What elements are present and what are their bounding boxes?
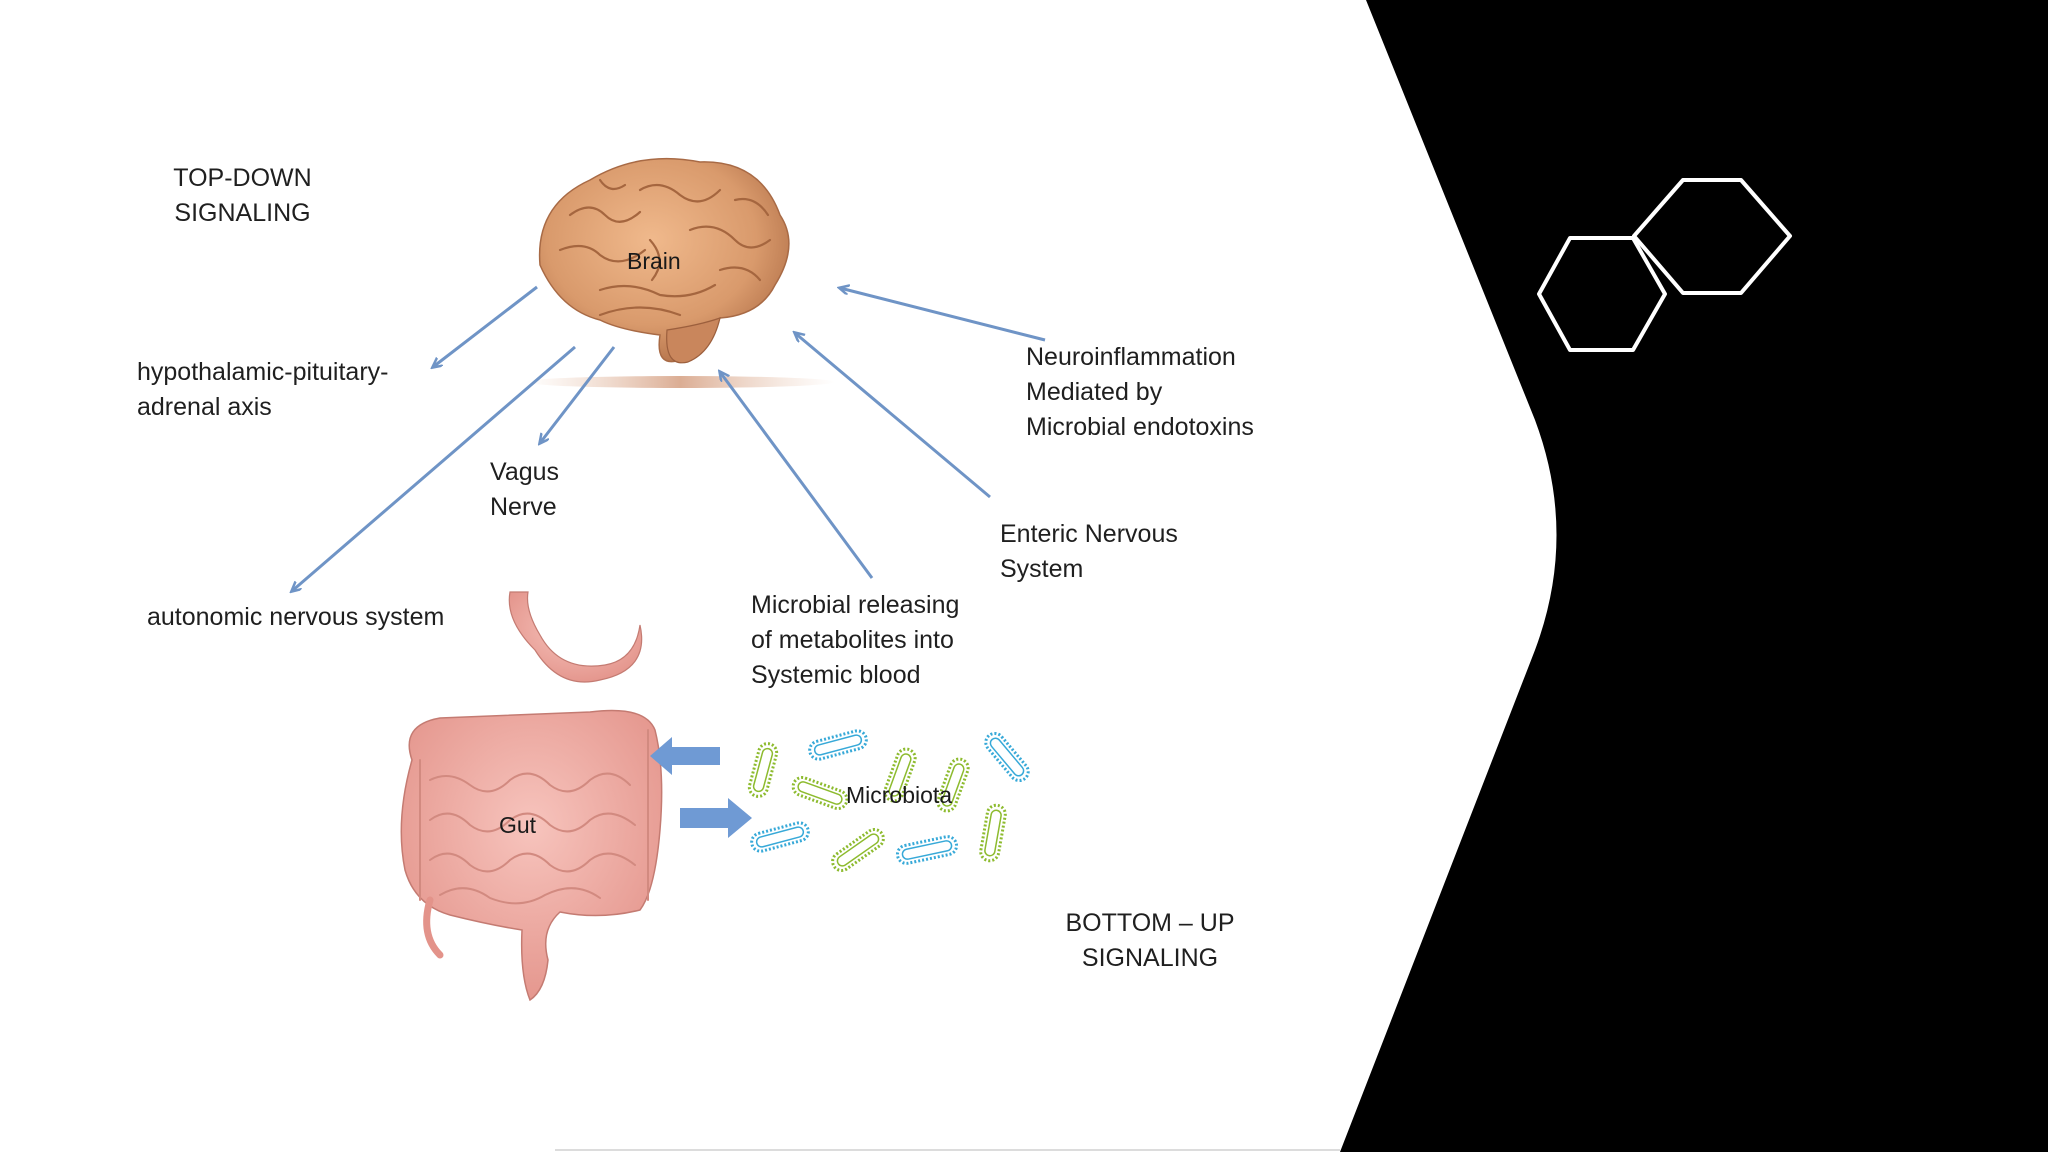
brain-shadow bbox=[525, 376, 835, 388]
block-arrow-to-gut bbox=[650, 737, 720, 775]
dark-side-panel bbox=[1340, 0, 2048, 1152]
arrow-from-metabolites bbox=[720, 372, 874, 579]
brain-illustration bbox=[538, 157, 790, 364]
hexagon-outline-icon bbox=[1537, 236, 1667, 352]
hpa-axis-label: hypothalamic-pituitary-adrenal axis bbox=[137, 358, 389, 421]
signal-arrows bbox=[292, 285, 1046, 591]
microbiota-label: Microbiota bbox=[846, 782, 953, 808]
arrow-to-vagus bbox=[540, 346, 616, 443]
hexagon-outline-icon bbox=[1632, 178, 1792, 295]
arrow-from-neuroinflammation bbox=[840, 288, 1046, 342]
gut-illustration bbox=[400, 591, 663, 1002]
brain-label: Brain bbox=[627, 248, 681, 274]
autonomic-nervous-system-label: autonomic nervous system bbox=[147, 603, 445, 631]
block-arrow-to-microbiota bbox=[680, 798, 752, 838]
arrow-to-hpa bbox=[433, 285, 538, 367]
arrow-from-enteric bbox=[795, 333, 991, 499]
gut-label: Gut bbox=[499, 812, 537, 838]
arrow-to-ans bbox=[292, 345, 576, 591]
